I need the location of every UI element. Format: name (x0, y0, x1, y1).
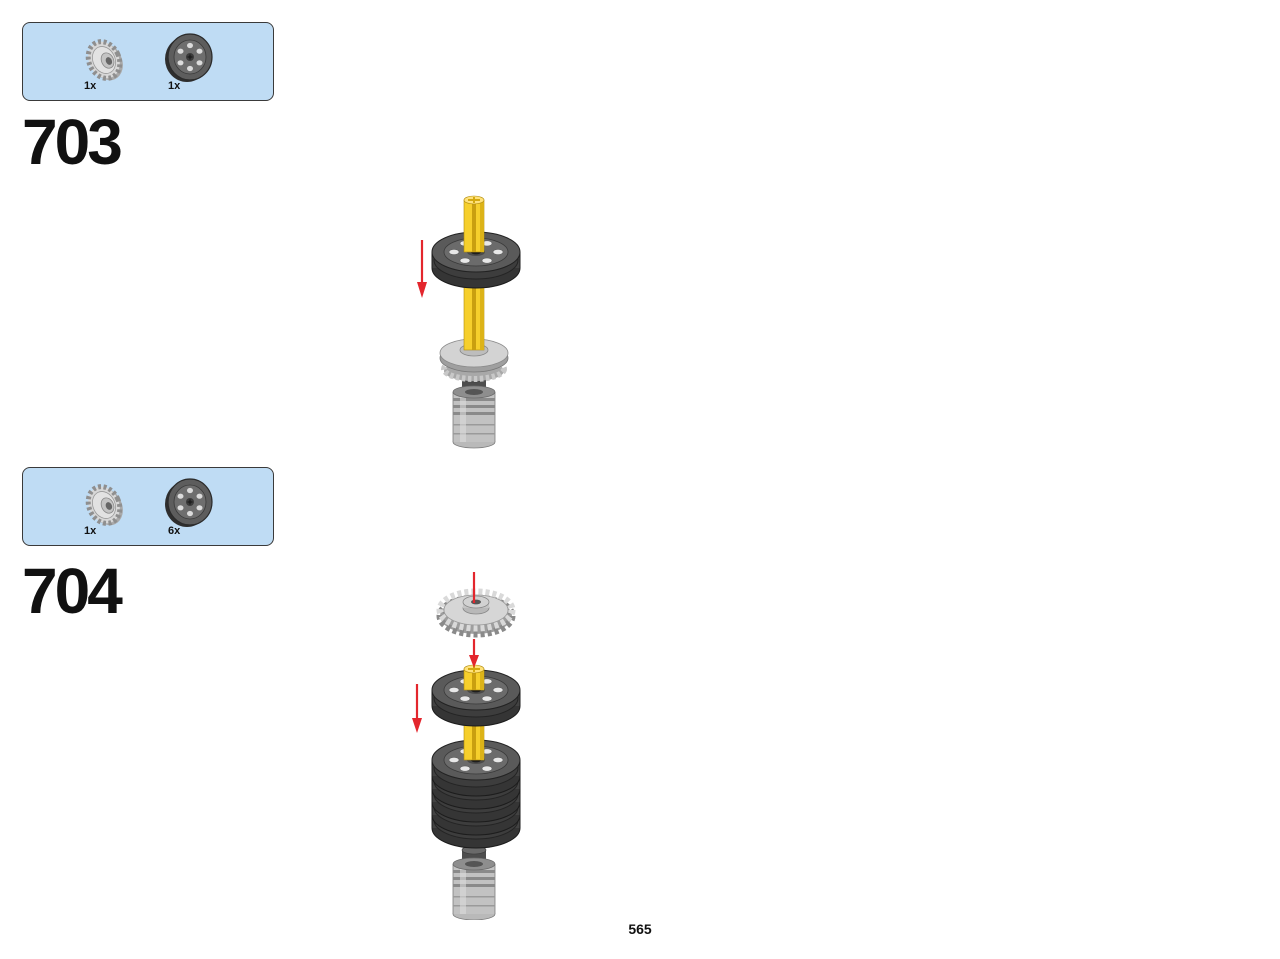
red-arrow (469, 572, 479, 668)
gear-icon (83, 482, 125, 528)
parts-box-step-704: 1x 6x (22, 467, 274, 546)
axle-upper (463, 664, 485, 691)
step-number: 703 (22, 106, 123, 178)
bush (452, 845, 496, 920)
pulley-icon (165, 478, 213, 527)
red-arrow (412, 684, 422, 733)
axle-lower (463, 275, 485, 351)
part-quantity: 6x (168, 525, 181, 537)
axle-upper (463, 195, 485, 253)
red-arrow (417, 240, 427, 298)
parts-box-step-703: 1x 1x (22, 22, 274, 101)
gear (440, 592, 512, 634)
part-quantity: 1x (168, 80, 181, 92)
step-number: 704 (22, 555, 123, 627)
assembly-illustration-step-704 (412, 572, 521, 920)
bush (452, 373, 496, 449)
pulley-icon (165, 33, 213, 82)
part-quantity: 1x (84, 80, 97, 92)
assembly-illustration-step-703 (417, 195, 521, 449)
page-number: 565 (628, 921, 652, 937)
part-quantity: 1x (84, 525, 97, 537)
gear-icon (83, 37, 125, 83)
